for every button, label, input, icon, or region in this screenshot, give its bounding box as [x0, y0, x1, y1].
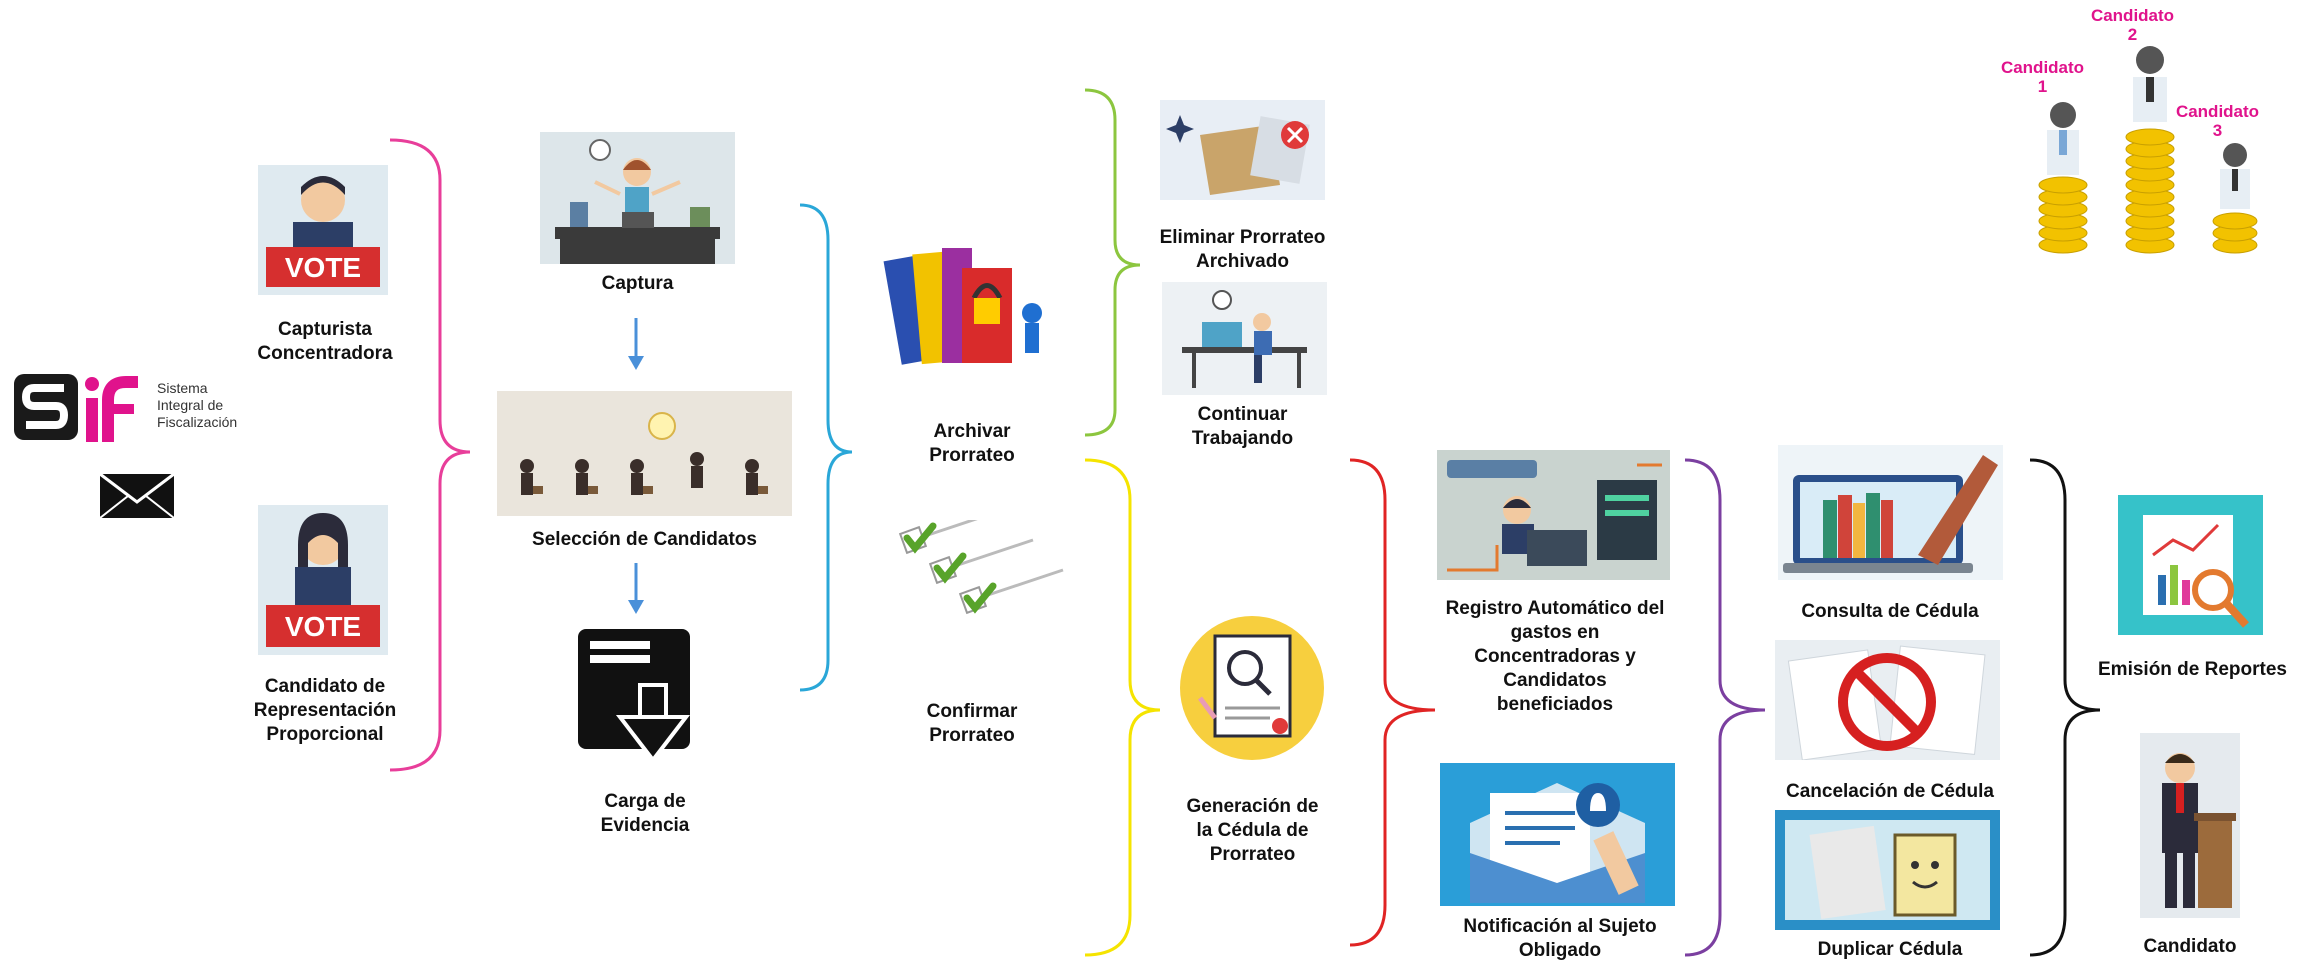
- vote-text-2: VOTE: [285, 611, 361, 642]
- cyan-brace: [799, 203, 853, 692]
- candidato-label: Candidato: [2143, 936, 2237, 957]
- registro-label: Registro Automático del gastos en Concen…: [1445, 598, 1665, 715]
- cancelacion-label: Cancelación de Cédula: [1785, 781, 1994, 802]
- seleccion-label: Selección de Candidatos: [532, 529, 757, 550]
- arrow-captura-seleccion: [628, 318, 644, 370]
- archivar-label: Archivar Prorrateo: [929, 421, 1015, 466]
- continuar-image: [1162, 282, 1327, 395]
- red-brace: [1349, 458, 1436, 947]
- magenta-brace: [389, 138, 471, 772]
- purple-brace: [1684, 458, 1766, 957]
- logo-line-1: Sistema: [157, 380, 208, 396]
- logo-line-3: Fiscalización: [157, 414, 238, 430]
- envelope-icon: [99, 472, 175, 519]
- seleccion-image: [497, 391, 792, 516]
- confirmar-image: [893, 508, 1073, 628]
- notificacion-image: [1440, 763, 1675, 906]
- logo-line-2: Integral de: [157, 397, 224, 413]
- consulta-image: [1778, 445, 2003, 580]
- green-brace: [1084, 88, 1141, 437]
- podium-candidate-1-label: Candidato 1: [2000, 58, 2085, 96]
- arrow-seleccion-carga: [628, 563, 644, 614]
- cancelacion-image: [1775, 640, 2000, 761]
- sif-logo: Sistema Integral de Fiscalización: [12, 370, 262, 450]
- captura-image: [540, 132, 735, 264]
- captura-label: Captura: [601, 273, 674, 294]
- sif-logo-mark: [14, 374, 138, 442]
- vote-text-1: VOTE: [285, 252, 361, 283]
- archivar-image: [882, 228, 1062, 378]
- registro-image: [1437, 450, 1670, 580]
- emision-image: [2118, 495, 2263, 635]
- black-brace: [2029, 458, 2101, 957]
- eliminar-label: Eliminar Prorrateo Archivado: [1159, 227, 1326, 272]
- candidato-image: [2140, 733, 2240, 918]
- eliminar-image: [1160, 100, 1325, 200]
- duplicar-label: Duplicar Cédula: [1817, 939, 1963, 960]
- notificacion-label: Notificación al Sujeto Obligado: [1463, 916, 1657, 961]
- generacion-label: Generación de la Cédula de Prorrateo: [1186, 796, 1319, 865]
- capturista-label: Capturista Concentradora: [257, 319, 393, 364]
- yellow-brace: [1084, 458, 1161, 957]
- consulta-label: Consulta de Cédula: [1801, 601, 1979, 622]
- duplicar-image: [1775, 810, 2000, 930]
- continuar-label: Continuar Trabajando: [1191, 404, 1294, 449]
- candidato-rp-image: VOTE: [258, 505, 388, 655]
- carga-image: [570, 625, 718, 765]
- logo-text: Sistema Integral de Fiscalización: [157, 380, 237, 431]
- emision-label: Emisión de Reportes: [2098, 659, 2287, 680]
- generacion-image: [1170, 608, 1335, 763]
- candidato-rp-label: Candidato de Representación Proporcional: [253, 676, 397, 745]
- capturista-image: VOTE: [258, 165, 388, 295]
- podium-candidate-3-label: Candidato 3: [2175, 102, 2260, 140]
- confirmar-label: Confirmar Prorrateo: [926, 701, 1018, 746]
- candidates-podium-image: [2015, 45, 2285, 295]
- podium-candidate-2-label: Candidato 2: [2090, 6, 2175, 44]
- carga-label: Carga de Evidencia: [600, 791, 690, 836]
